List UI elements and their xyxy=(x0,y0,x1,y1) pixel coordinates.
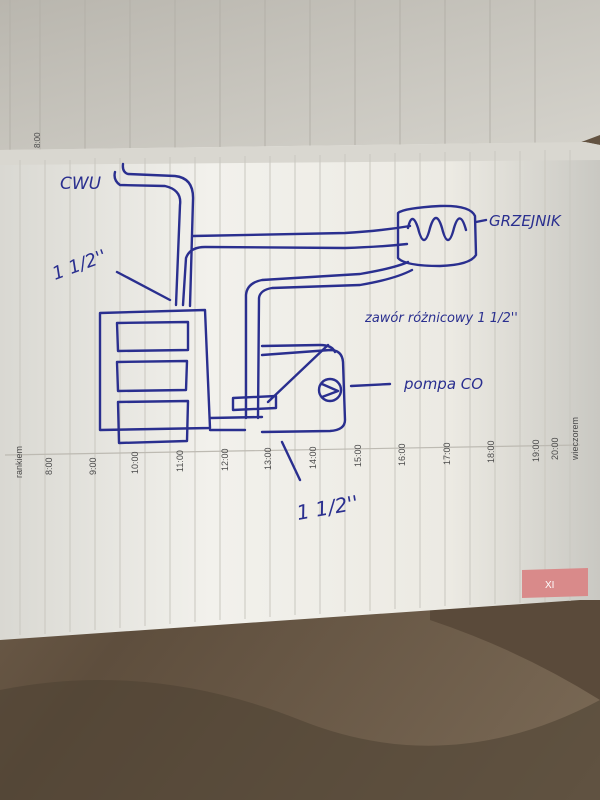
planner-hour: 19:00 xyxy=(531,439,541,462)
differential-valve xyxy=(231,394,278,412)
table-shadow xyxy=(0,680,600,800)
planner-hour: wieczorem xyxy=(570,417,580,461)
radiator-outline xyxy=(396,204,478,268)
planner-hour: 20:00 xyxy=(550,437,560,460)
top-size-leader xyxy=(115,270,172,302)
month-tab xyxy=(522,568,588,598)
pump-loop-top xyxy=(260,343,337,354)
planner-hour: 10:00 xyxy=(130,451,140,474)
planner-hour-labels: rankiem 8:00 9:00 10:00 11:00 12:00 13:0… xyxy=(14,417,580,478)
upper-page xyxy=(0,0,600,150)
planner-hour: 9:00 xyxy=(88,457,98,475)
month-tab-label: XI xyxy=(545,580,554,591)
valve-leader xyxy=(266,343,330,404)
planner-hour: 17:00 xyxy=(442,442,452,465)
heater-return-inner xyxy=(256,268,414,420)
heater-supply-top xyxy=(191,224,412,238)
planner-hour: 14:00 xyxy=(308,446,318,469)
label-cwu: CWU xyxy=(60,174,102,194)
heating-sketch xyxy=(98,162,488,482)
planner-hour: 18:00 xyxy=(486,440,496,463)
label-valve: zawór różnicowy 1 1/2'' xyxy=(364,311,518,326)
ruled-lines xyxy=(19,150,571,635)
label-heater: GRZEJNIK xyxy=(489,212,562,230)
bottom-return-pipe xyxy=(208,415,264,420)
boiler-panel-top xyxy=(115,320,190,353)
planner-hour: 8:00 xyxy=(44,457,54,475)
radiator-coil xyxy=(406,216,468,242)
boiler-panel-bottom xyxy=(116,399,190,445)
heater-return-outer xyxy=(244,260,410,420)
label-pump: pompa CO xyxy=(403,375,483,393)
planner-hour: 15:00 xyxy=(353,444,363,467)
boiler-outline xyxy=(98,308,212,432)
heater-leader xyxy=(474,218,488,224)
heater-supply-bottom xyxy=(181,242,409,307)
planner-hour: 16:00 xyxy=(397,443,407,466)
planner-hour: rankiem xyxy=(14,446,24,478)
cwu-pipe-outer xyxy=(113,170,182,307)
planner-hour: 13:00 xyxy=(263,447,273,470)
cwu-pipe-inner xyxy=(121,162,195,308)
upper-page-hour: 8:00 xyxy=(33,132,42,148)
planner-hour: 12:00 xyxy=(220,448,230,471)
page-fold xyxy=(0,142,600,165)
boiler-panel-middle xyxy=(115,359,189,393)
pump-circle xyxy=(317,377,343,403)
hour-margin-line xyxy=(4,444,581,456)
upper-page-lines xyxy=(9,0,536,150)
bottom-size-leader xyxy=(280,440,302,482)
planner-hour: 11:00 xyxy=(175,450,185,472)
pump-leader xyxy=(349,382,392,388)
pump-arrow xyxy=(320,382,340,399)
table-edge xyxy=(430,600,600,700)
